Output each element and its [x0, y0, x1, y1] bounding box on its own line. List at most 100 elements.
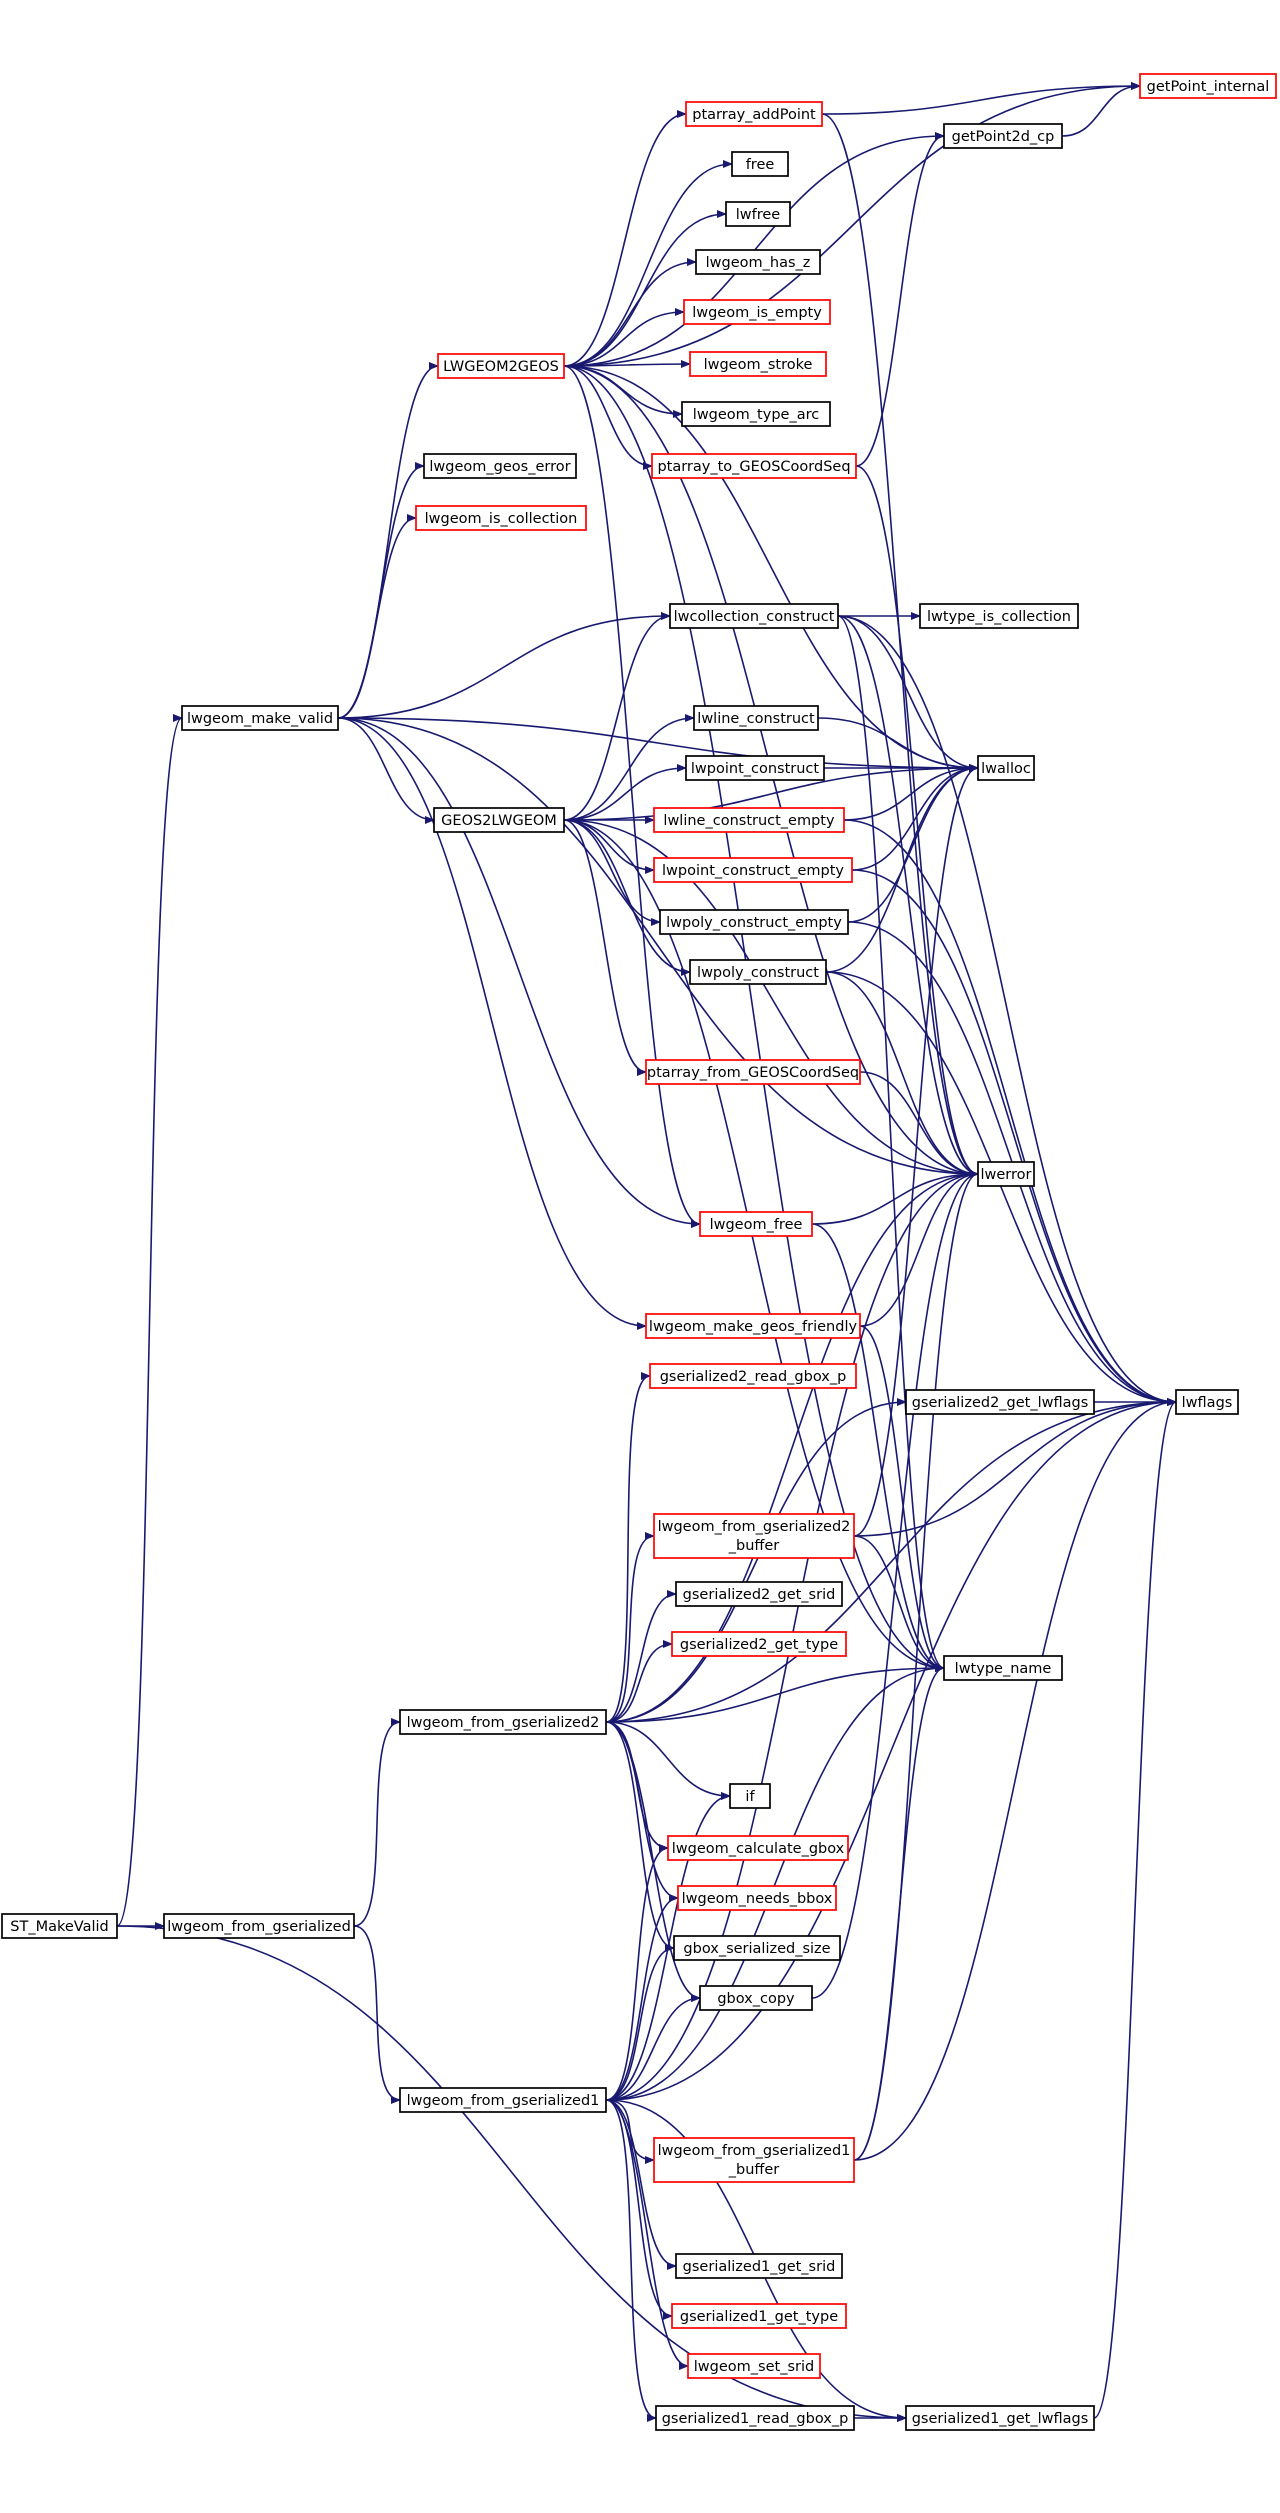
call-edge-lwgeom_from_gserialized2-to-gbox_copy [605, 1721, 701, 2002]
function-node-lwgeom2geos[interactable]: LWGEOM2GEOS [437, 353, 565, 379]
node-label: gserialized2_get_srid [683, 1587, 836, 1603]
node-label: lwgeom_free [710, 1217, 803, 1233]
function-node-gserialized2_get_type[interactable]: gserialized2_get_type [671, 1631, 847, 1657]
node-label: lwpoly_construct_empty [666, 915, 842, 931]
function-node-lwgeom_make_geos_friendly[interactable]: lwgeom_make_geos_friendly [645, 1313, 861, 1339]
node-label: free [746, 157, 775, 173]
node-label: gbox_serialized_size [683, 1941, 830, 1957]
function-node-lwgeom_is_empty[interactable]: lwgeom_is_empty [683, 299, 831, 325]
node-box [977, 1161, 1035, 1187]
function-node-lwgeom_needs_bbox[interactable]: lwgeom_needs_bbox [677, 1885, 837, 1911]
function-node-gserialized1_get_srid: gserialized1_get_srid [675, 2253, 843, 2279]
node-box [671, 2303, 847, 2329]
node-box [399, 2087, 607, 2113]
node-label: lwpoint_construct [691, 761, 820, 777]
call-edge-lwpoint_construct_empty-to-lwflags [851, 869, 1177, 1406]
call-edge-st_makevalid-to-lwgeom_make_valid [116, 714, 183, 1927]
call-edge-lwgeom_from_gserialized-to-lwgeom_from_gserialized1 [353, 1925, 401, 2104]
node-label: lwgeom_type_arc [693, 407, 819, 423]
node-label: lwerror [981, 1167, 1032, 1183]
function-node-lwtype_is_collection: lwtype_is_collection [919, 603, 1079, 629]
node-label: lwgeom_from_gserialized2 [658, 1519, 851, 1535]
call-edge-lwgeom_make_geos_friendly-to-lwtype_name [859, 1325, 945, 1672]
call-edge-lwgeom_from_gserialized2-to-if [605, 1721, 731, 1800]
call-edge-lwgeom_make_valid-to-lwerror [337, 717, 979, 1178]
function-node-lwgeom_from_gserialized: lwgeom_from_gserialized [163, 1913, 355, 1939]
call-edge-lwcollection_construct-to-lwalloc [837, 615, 979, 772]
function-node-lwalloc: lwalloc [977, 755, 1035, 781]
call-edge-lwgeom_make_valid-to-geos2lwgeom [337, 717, 435, 824]
call-edge-lwgeom_from_gserialized2-to-gserialized2_get_type [605, 1640, 673, 1723]
call-edge-lwgeom_from_gserialized1-to-gbox_serialized_size [605, 1944, 675, 2101]
node-label: ptarray_from_GEOSCoordSeq [647, 1065, 859, 1081]
call-edge-lwgeom2geos-to-free [563, 160, 733, 367]
node-box [651, 453, 857, 479]
node-box [685, 101, 823, 127]
node-box [433, 807, 565, 833]
function-node-lwline_construct_empty[interactable]: lwline_construct_empty [653, 807, 845, 833]
function-node-gserialized2_get_lwflags: gserialized2_get_lwflags [905, 1389, 1095, 1415]
function-node-lwgeom_from_gserialized1_buffer[interactable]: lwgeom_from_gserialized1_buffer [653, 2137, 855, 2183]
node-label: lwgeom_geos_error [429, 459, 570, 475]
node-box [675, 2253, 843, 2279]
function-node-lwgeom_from_gserialized2: lwgeom_from_gserialized2 [399, 1709, 607, 1735]
call-edge-lwgeom2geos-to-lwgeom_has_z [563, 258, 697, 367]
function-node-ptarray_from_geoscoordseq[interactable]: ptarray_from_GEOSCoordSeq [645, 1059, 861, 1085]
call-edge-lwgeom_make_valid-to-lwgeom2geos [337, 362, 439, 719]
function-node-lwgeom_from_gserialized1: lwgeom_from_gserialized1 [399, 2087, 607, 2113]
node-box [181, 705, 339, 731]
node-box [977, 755, 1035, 781]
node-label: lwline_construct [697, 711, 815, 727]
edge-layer [116, 82, 1177, 2422]
call-edge-lwgeom2geos-to-ptarray_to_geoscoordseq [563, 365, 653, 470]
function-node-getpoint_internal[interactable]: getPoint_internal [1139, 73, 1277, 99]
call-edge-ptarray_addpoint-to-getpoint_internal [821, 82, 1141, 115]
call-edge-lwgeom_make_valid-to-lwgeom_is_collection [337, 514, 417, 719]
call-edge-lwgeom_from_gserialized1-to-lwgeom_set_srid [605, 2099, 689, 2370]
function-node-lwgeom_stroke[interactable]: lwgeom_stroke [689, 351, 827, 377]
function-node-lwgeom_set_srid[interactable]: lwgeom_set_srid [687, 2353, 821, 2379]
call-edge-lwgeom_make_valid-to-lwgeom_make_geos_friendly [337, 717, 647, 1330]
node-label: gbox_copy [717, 1991, 795, 2007]
call-edge-lwgeom_from_gserialized2-to-lwgeom_needs_bbox [605, 1721, 679, 1902]
call-edge-lwgeom_from_gserialized2-to-gserialized2_read_gbox_p [605, 1372, 651, 1723]
node-label: lwgeom_from_gserialized2 [407, 1715, 600, 1731]
call-edge-lwgeom_from_gserialized1-to-gbox_copy [605, 1994, 701, 2101]
function-node-lwgeom_from_gserialized2_buffer[interactable]: lwgeom_from_gserialized2_buffer [653, 1513, 855, 1559]
function-node-lwgeom_is_collection[interactable]: lwgeom_is_collection [415, 505, 587, 531]
function-node-gbox_copy: gbox_copy [699, 1985, 813, 2011]
function-node-lwgeom_free[interactable]: lwgeom_free [699, 1211, 813, 1237]
call-edge-gbox_copy-to-lwerror [811, 1170, 979, 1999]
call-edge-lwpoly_construct-to-lwerror [825, 971, 979, 1178]
function-node-gserialized1_get_type[interactable]: gserialized1_get_type [671, 2303, 847, 2329]
function-node-ptarray_to_geoscoordseq[interactable]: ptarray_to_GEOSCoordSeq [651, 453, 857, 479]
call-edge-lwgeom_from_gserialized2-to-lwerror [605, 1170, 979, 1723]
function-node-if: if [729, 1783, 771, 1809]
node-label: lwgeom_set_srid [694, 2359, 814, 2375]
node-box [1175, 1389, 1239, 1415]
function-node-ptarray_addpoint[interactable]: ptarray_addPoint [685, 101, 823, 127]
node-box [415, 505, 587, 531]
function-node-lwpoint_construct_empty[interactable]: lwpoint_construct_empty [653, 857, 853, 883]
call-edge-geos2lwgeom-to-lwline_construct [563, 714, 695, 821]
node-label: getPoint2d_cp [952, 129, 1055, 145]
call-edge-lwgeom2geos-to-lwgeom_free [563, 365, 701, 1228]
node-box [919, 603, 1079, 629]
node-label: lwpoint_construct_empty [662, 863, 844, 879]
function-node-lwgeom_calculate_gbox[interactable]: lwgeom_calculate_gbox [667, 1835, 849, 1861]
node-label: lwline_construct_empty [663, 813, 835, 829]
node-box [653, 807, 845, 833]
call-edge-lwgeom_from_gserialized2-to-gserialized2_get_srid [605, 1590, 677, 1723]
function-node-lwflags: lwflags [1175, 1389, 1239, 1415]
call-edge-st_makevalid-to-gserialized1_get_lwflags [116, 1925, 907, 2422]
node-box [725, 201, 791, 227]
call-edge-lwgeom_from_gserialized1-to-lwgeom_calculate_gbox [605, 1844, 669, 2101]
call-edge-lwgeom_from_gserialized1-to-gserialized1_read_gbox_p [605, 2099, 657, 2422]
call-edge-lwpoly_construct-to-lwalloc [825, 764, 979, 973]
node-label: lwgeom_from_gserialized [167, 1919, 351, 1935]
node-label: ptarray_to_GEOSCoordSeq [657, 459, 850, 475]
function-node-gserialized2_read_gbox_p[interactable]: gserialized2_read_gbox_p [649, 1363, 857, 1389]
call-edge-getpoint2d_cp-to-getpoint_internal [1061, 82, 1141, 137]
node-label: gserialized1_get_type [680, 2309, 838, 2325]
